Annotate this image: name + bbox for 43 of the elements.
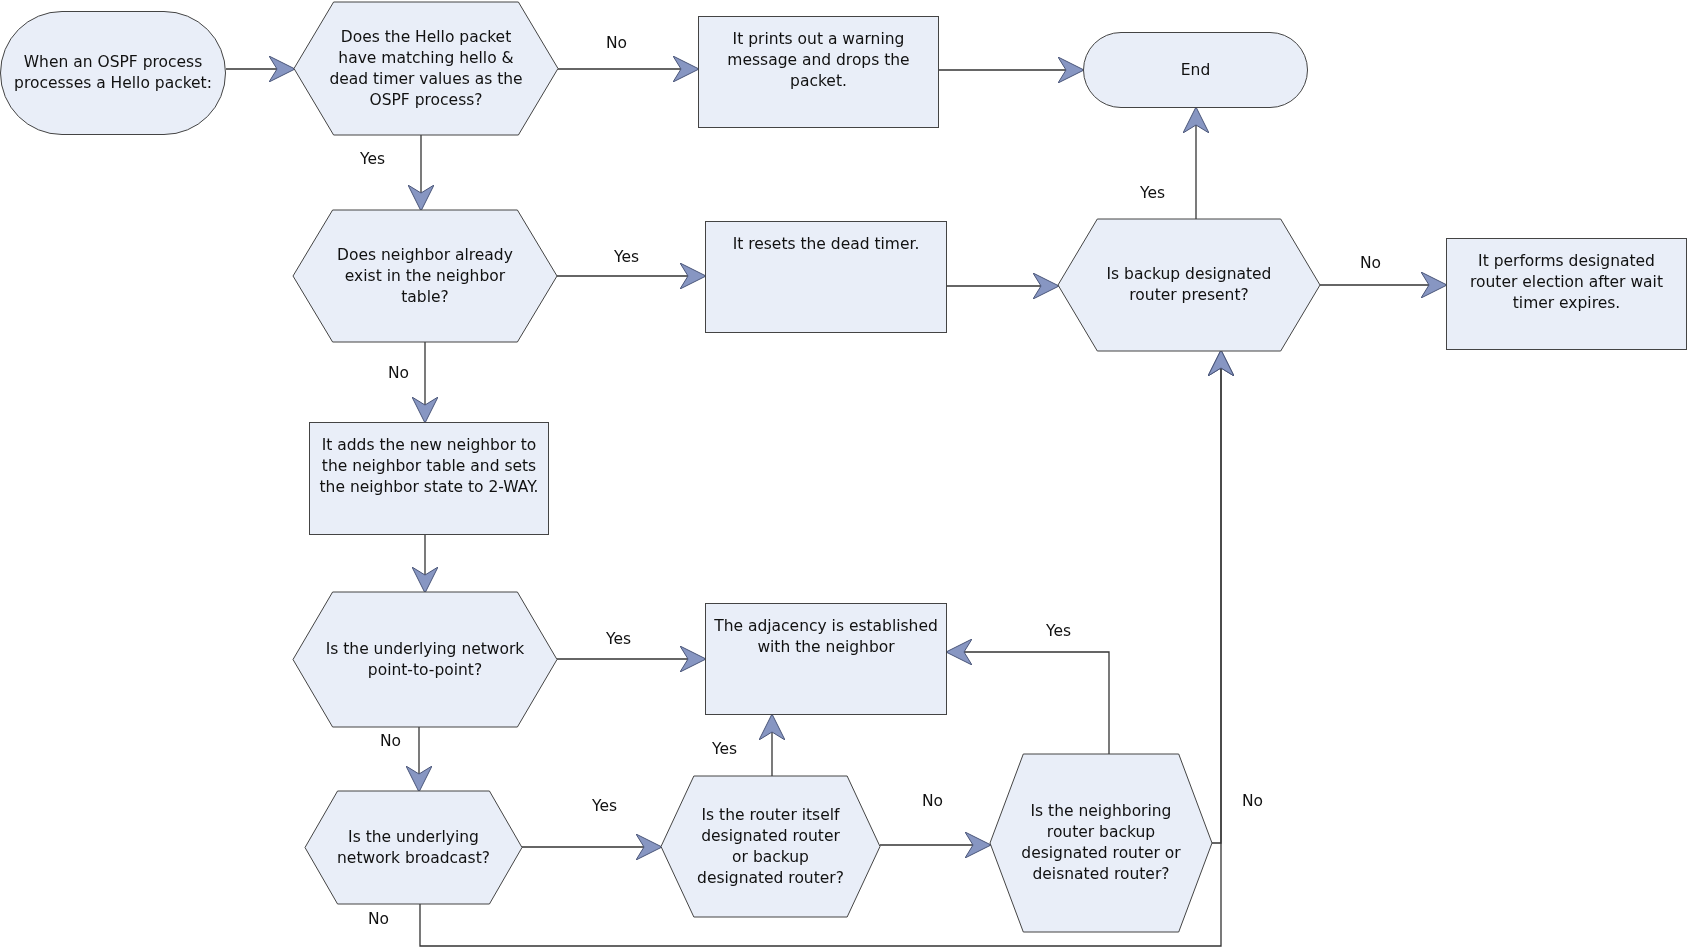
node-text: Is backup designated router present? xyxy=(1105,264,1273,306)
arrow xyxy=(938,56,1085,84)
arrow xyxy=(225,55,296,83)
node-text: Does the Hello packet have matching hello & dead timer values as the OSPF process? xyxy=(328,26,524,111)
arrow xyxy=(557,55,700,83)
terminal-shape xyxy=(0,11,226,135)
node-text: Is the neighboring router backup designated router or deisnated router? xyxy=(1020,801,1182,885)
process-box xyxy=(698,16,939,128)
process-box xyxy=(705,603,947,715)
node-text: Does neighbor already exist in the neighbor table? xyxy=(336,244,514,308)
node-text: Is the underlying network point-to-point? xyxy=(324,638,526,681)
decision-hexagon xyxy=(661,776,880,917)
arrow xyxy=(556,645,707,673)
arrow xyxy=(407,134,435,212)
arrow xyxy=(879,831,992,859)
node-text: End xyxy=(1180,59,1211,81)
decision-hexagon xyxy=(1058,219,1320,351)
arrow xyxy=(405,726,433,793)
decision-hexagon xyxy=(293,210,557,342)
arrow xyxy=(946,272,1060,300)
arrow xyxy=(758,713,786,777)
arrow xyxy=(1182,106,1210,220)
arrow xyxy=(521,833,663,861)
arrow xyxy=(945,638,1110,755)
process-box xyxy=(705,221,947,333)
node-text: When an OSPF process processes a Hello packet: xyxy=(13,52,213,94)
node-text: Is the underlying network broadcast? xyxy=(336,826,491,869)
node-text: It performs designated router election after wait timer expires. xyxy=(1469,251,1664,314)
process-box xyxy=(309,422,549,535)
arrow xyxy=(411,534,439,594)
node-text: It prints out a warning message and drops the packet. xyxy=(726,29,911,92)
node-text: It resets the dead timer. xyxy=(732,234,920,255)
node-text: Is the router itself designated router or backup designated router? xyxy=(696,804,845,889)
arrow xyxy=(556,262,707,290)
arrow xyxy=(411,341,439,424)
node-text: It adds the new neighbor to the neighbor table and sets the neighbor state to 2-WAY. xyxy=(318,435,540,498)
arrow xyxy=(1319,271,1448,299)
decision-hexagon xyxy=(305,791,522,904)
decision-hexagon xyxy=(990,754,1212,932)
decision-hexagon xyxy=(293,592,557,727)
decision-hexagon xyxy=(294,2,558,135)
process-box xyxy=(1446,238,1687,350)
node-text: The adjacency is established with the neighbor xyxy=(714,616,938,658)
